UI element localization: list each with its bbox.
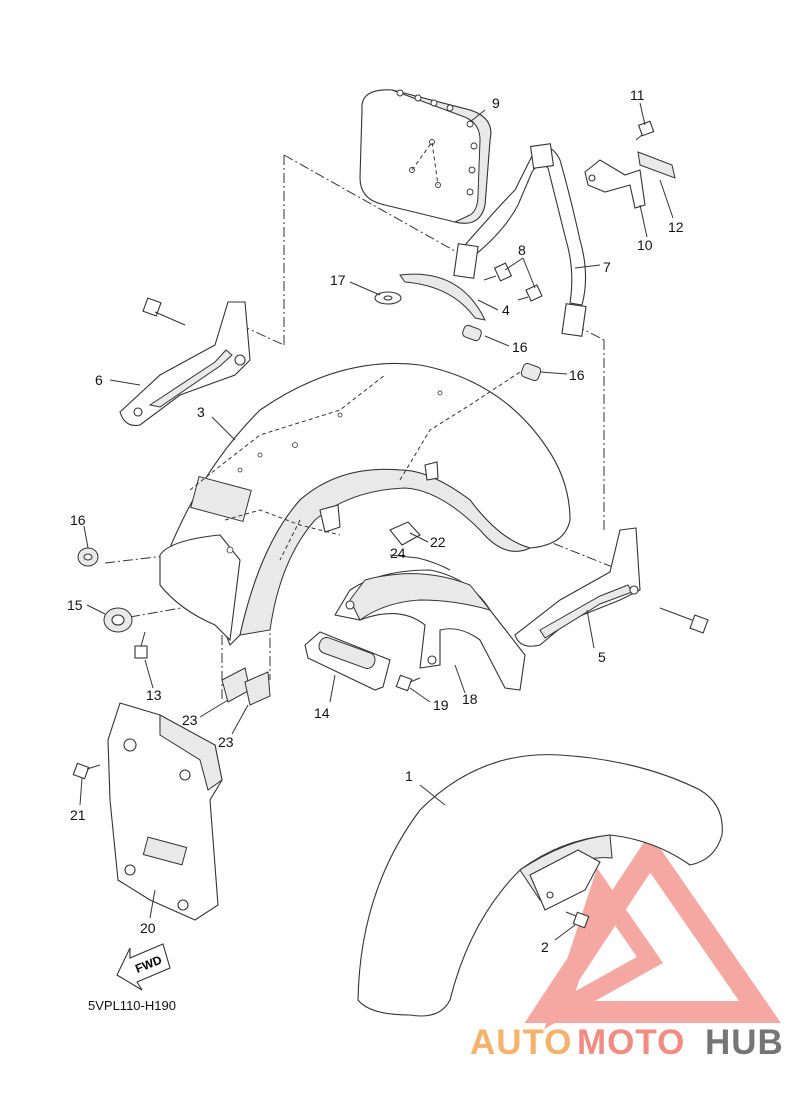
watermark-logo [524,833,781,1030]
callout-15: 15 [67,597,83,613]
part-17-washer [374,291,402,305]
callout-2: 2 [541,939,549,955]
fwd-arrow: FWD [116,943,171,991]
leader-lines [79,102,674,941]
part-21-bolt [72,762,101,780]
part-23-pads [221,667,271,706]
callout-20: 20 [140,920,156,936]
part-7-backrest-bar [453,143,587,337]
part-8-bolts [483,262,543,302]
callout-9: 9 [492,95,500,111]
callout-6: 6 [95,372,103,388]
part-12-pad [637,151,676,179]
callout-23-left: 23 [182,712,198,728]
part-13-bolt [134,631,148,659]
watermark-part3: HUB [705,1023,784,1062]
diagram-code: 5VPL110-H190 [88,998,176,1013]
callout-11: 11 [630,87,645,103]
part-10-bracket [584,159,646,209]
callout-21: 21 [70,807,86,823]
part-1-front-fender [357,754,723,1017]
part-14-reflector [304,631,391,691]
part-24-wire [417,557,451,571]
callout-14: 14 [314,705,330,721]
callout-5: 5 [598,649,606,665]
part-4-strip [399,273,486,321]
callout-22: 22 [430,534,446,550]
callout-12: 12 [668,219,684,235]
part-3-rear-fender [159,362,571,646]
part-9-backrest-pad [359,89,492,224]
part-5-right-stay [514,527,709,647]
part-20-side-cover [107,702,223,921]
callout-23-right: 23 [218,734,234,750]
callout-16-left: 16 [70,512,86,528]
callout-18: 18 [462,691,478,707]
callouts: 9 11 12 10 7 8 4 17 16 16 3 6 5 22 24 18… [67,87,684,955]
part-16-grommets [77,324,542,567]
part-2-bolt [565,911,590,929]
callout-16-right: 16 [569,367,585,383]
callout-10: 10 [637,237,653,253]
part-15-grommet [103,607,133,633]
part-6-left-stay [119,297,251,427]
callout-7: 7 [603,259,611,275]
watermark-text: AUTO MOTO HUB [470,1023,784,1062]
callout-16-top: 16 [512,339,528,355]
callout-19: 19 [433,697,449,713]
callout-3: 3 [197,404,205,420]
callout-1: 1 [405,768,413,784]
watermark-part1: AUTO [470,1023,573,1062]
watermark-part2: MOTO [577,1023,685,1062]
part-19-screw [395,674,421,692]
callout-13: 13 [146,687,162,703]
callout-24: 24 [390,545,406,561]
callout-8: 8 [518,242,526,258]
callout-4: 4 [502,302,510,318]
part-18-license-bracket [334,569,526,691]
callout-17: 17 [330,272,346,288]
part-22-clip [389,521,421,546]
